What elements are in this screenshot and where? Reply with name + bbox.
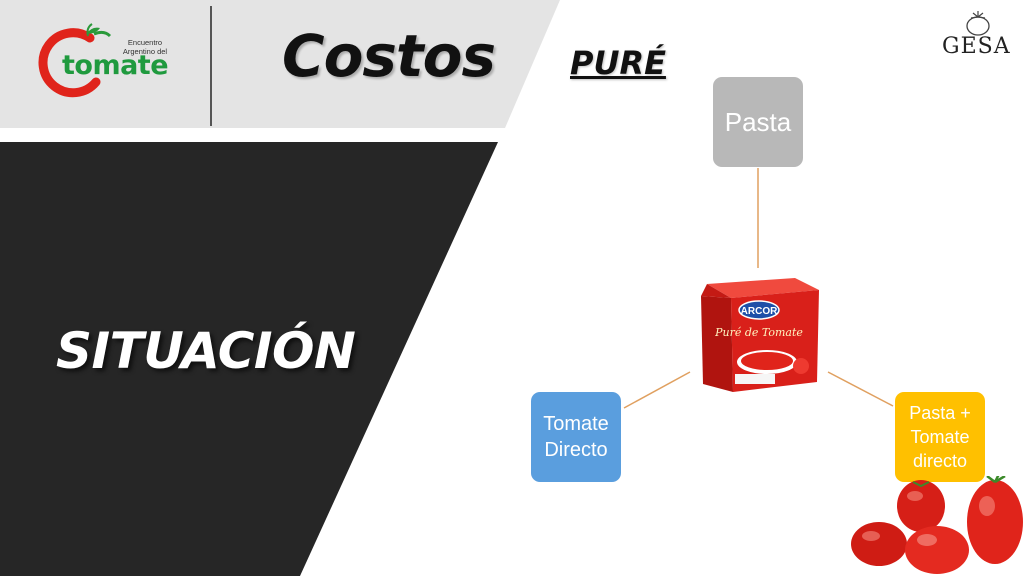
node-pasta-tomate-directo-label: Pasta + Tomate directo [909,403,971,471]
tomato-logo-icon [38,23,112,98]
pure-box-image: ARCOR Puré de Tomate [697,274,821,396]
product-name: Puré de Tomate [714,326,803,339]
section-heading: SITUACIÓN [56,322,356,380]
logo-small-text: Encuentro Argentino del [122,38,168,56]
product-brand: ARCOR [741,306,778,317]
node-tomate-directo: Tomate Directo [531,392,621,482]
node-tomate-directo-label: Tomate Directo [543,413,609,461]
connector-right [827,371,894,407]
gesa-tomato-icon [966,11,990,36]
node-pasta: Pasta [713,77,803,167]
encuentro-tomate-logo [38,20,168,100]
node-pasta-tomate-directo: Pasta + Tomate directo [895,392,985,482]
gesa-logo [940,8,1016,64]
gesa-text: GESA [942,34,1011,59]
connector-left [623,371,691,409]
tomatoes-image [845,473,1024,576]
header-divider [210,6,212,126]
node-pasta-label: Pasta [724,106,792,137]
page-title: Costos [282,22,496,90]
logo-word: tomate [62,50,169,81]
header-band [0,0,560,128]
page-subtitle: PURÉ [570,44,666,82]
